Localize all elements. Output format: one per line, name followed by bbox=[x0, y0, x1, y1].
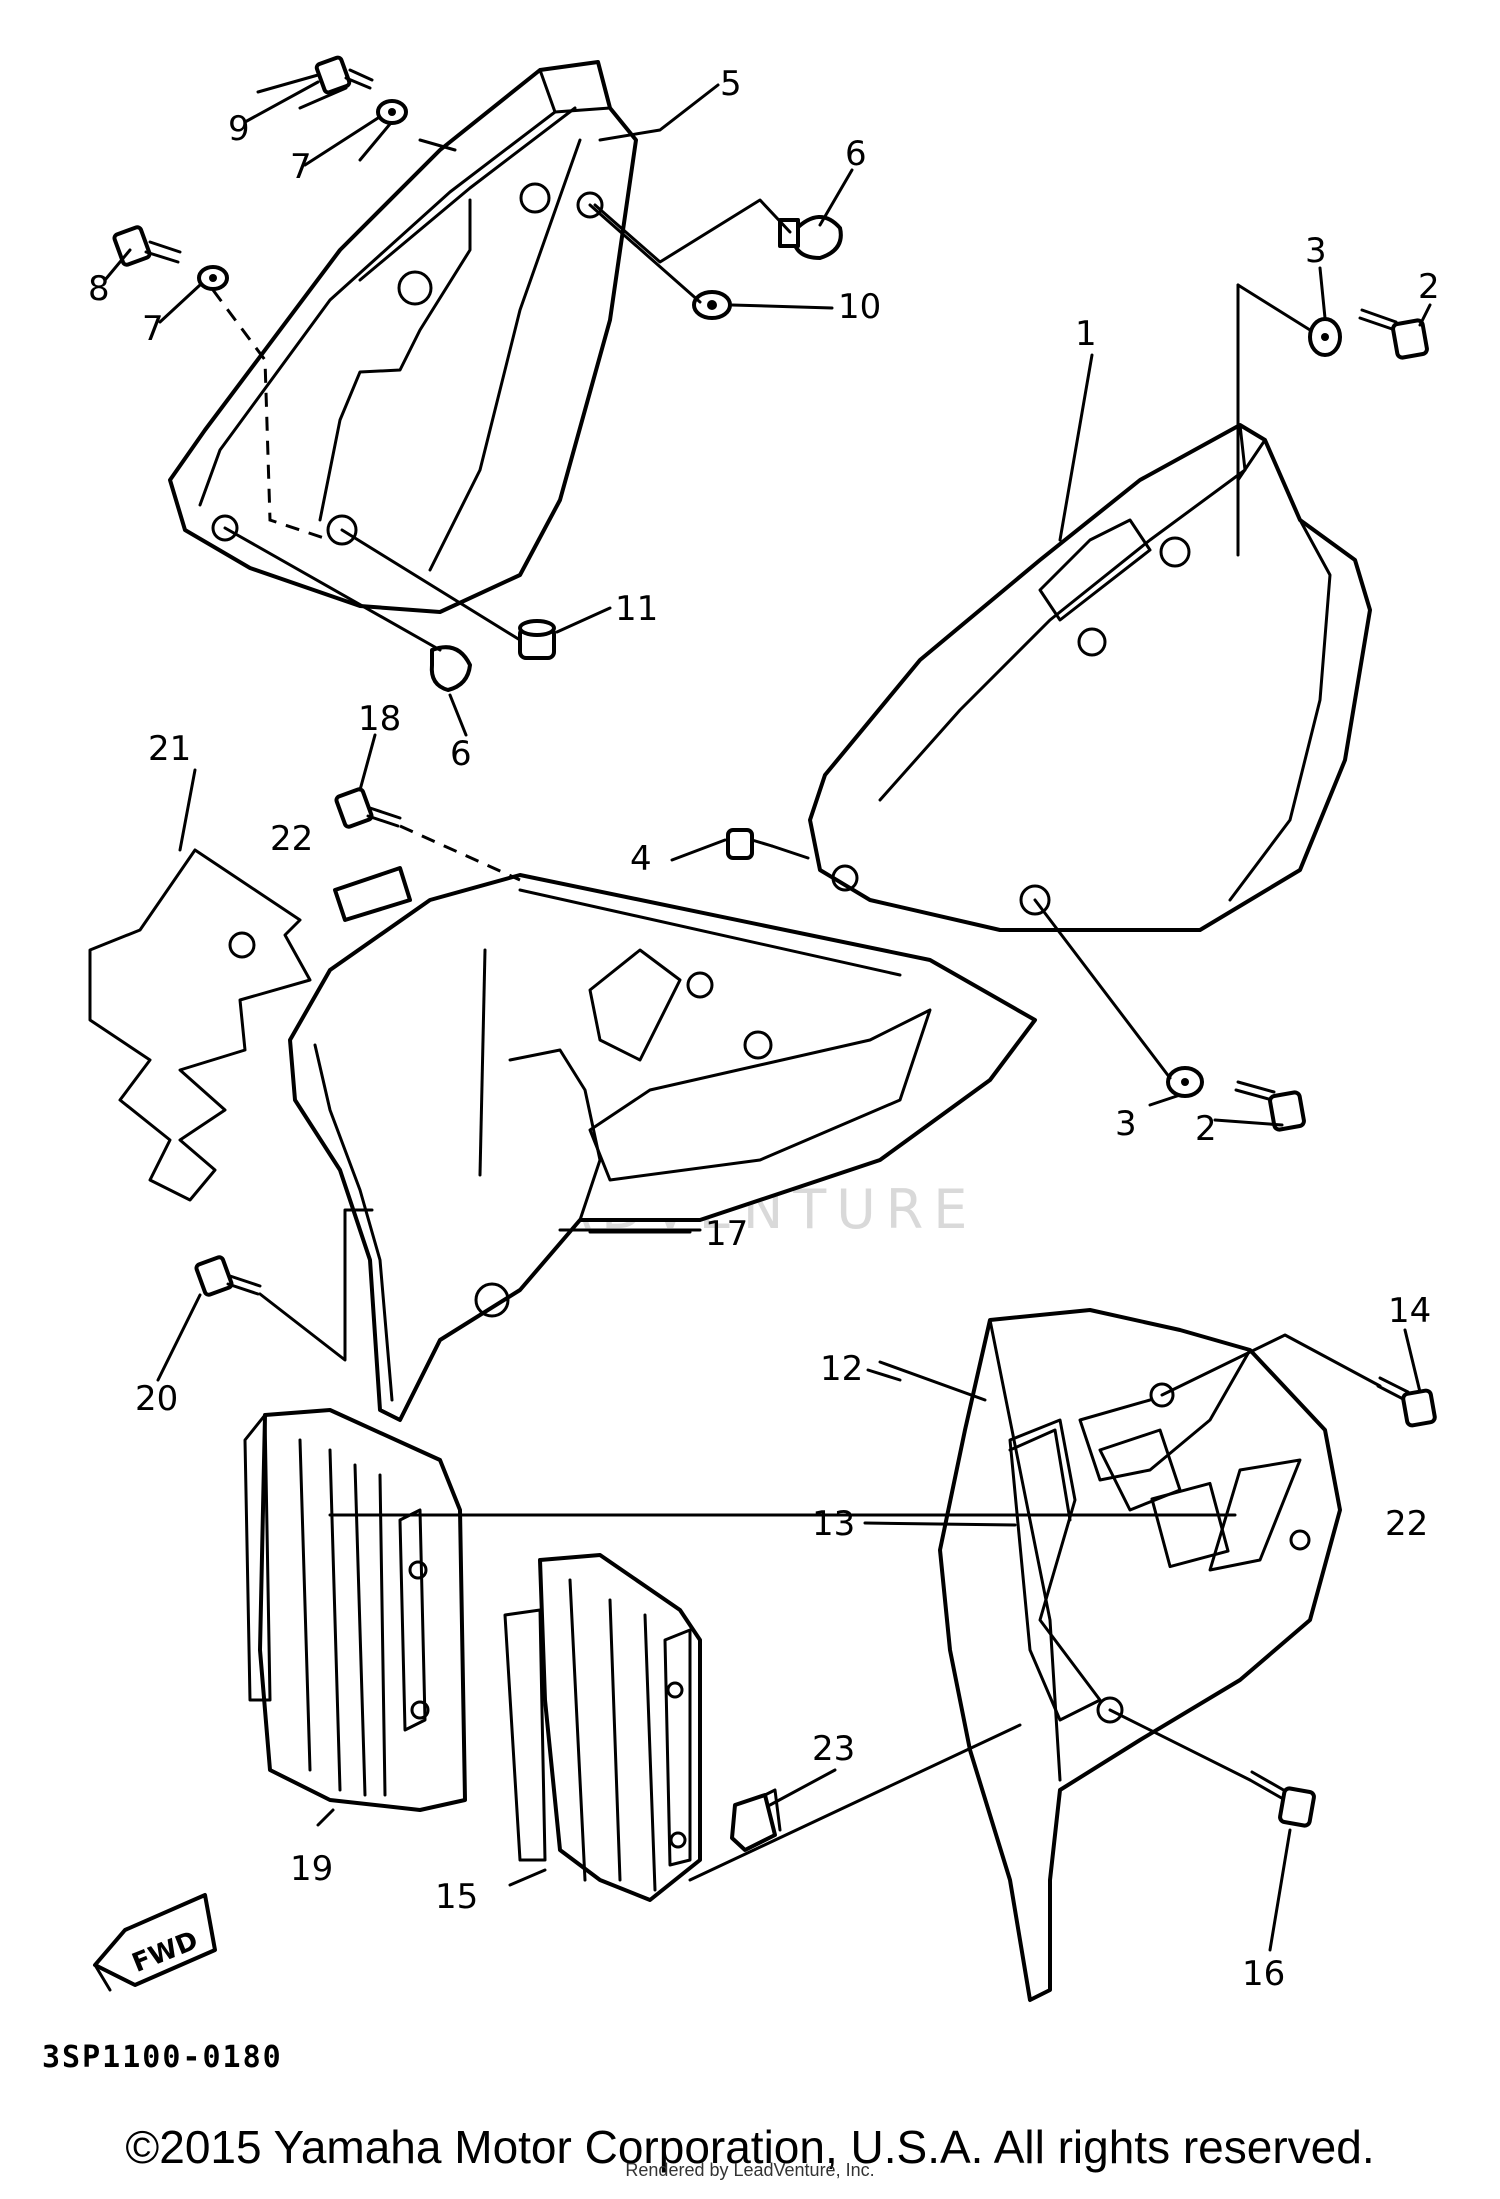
collar-part-4[interactable] bbox=[726, 828, 774, 860]
washer-part-7-upper[interactable] bbox=[376, 99, 408, 125]
callout-5: 5 bbox=[720, 64, 742, 104]
callout-17: 17 bbox=[705, 1214, 748, 1254]
bolt-part-14[interactable] bbox=[1376, 1376, 1437, 1428]
callout-23: 23 bbox=[812, 1729, 855, 1769]
bolt-part-9[interactable] bbox=[314, 55, 374, 95]
callout-22-lower: 22 bbox=[1385, 1504, 1428, 1544]
callout-11: 11 bbox=[615, 589, 658, 629]
callout-22-upper: 22 bbox=[270, 819, 313, 859]
side-cover-right-part-1[interactable] bbox=[808, 423, 1372, 932]
callout-16: 16 bbox=[1242, 1954, 1285, 1994]
callout-10: 10 bbox=[838, 287, 881, 327]
label-part-22-upper[interactable] bbox=[333, 866, 412, 922]
side-cover-left-part-5[interactable] bbox=[168, 60, 638, 614]
copyright-text: ©2015 Yamaha Motor Corporation, U.S.A. A… bbox=[125, 2121, 1375, 2173]
washer-part-7-lower[interactable] bbox=[197, 265, 229, 291]
callout-2-lower: 2 bbox=[1195, 1109, 1217, 1149]
callout-labels: 1 2 2 3 3 4 5 6 6 7 7 8 9 10 11 12 13 14… bbox=[88, 64, 1440, 1994]
forward-arrow-icon: FWD bbox=[93, 1893, 217, 1992]
callout-14: 14 bbox=[1388, 1291, 1431, 1331]
callout-2-upper: 2 bbox=[1418, 267, 1440, 307]
callout-7-upper: 7 bbox=[290, 147, 312, 187]
bolt-part-18[interactable] bbox=[334, 787, 402, 829]
bolt-part-20[interactable] bbox=[194, 1255, 262, 1297]
bolt-part-8[interactable] bbox=[112, 225, 182, 267]
callout-8: 8 bbox=[88, 269, 110, 309]
radiator-shroud-part-17[interactable] bbox=[288, 873, 1037, 1422]
radiator-louver-part-19[interactable] bbox=[243, 1408, 467, 1812]
callout-9: 9 bbox=[228, 109, 250, 149]
bolt-part-16[interactable] bbox=[1248, 1770, 1316, 1828]
callout-3-lower: 3 bbox=[1115, 1104, 1137, 1144]
washer-part-10[interactable] bbox=[692, 290, 732, 320]
part-code: 3SP1100-0180 bbox=[42, 2040, 283, 2075]
bolt-part-2-lower[interactable] bbox=[1234, 1080, 1306, 1132]
callout-19: 19 bbox=[290, 1849, 333, 1889]
callout-21: 21 bbox=[148, 729, 191, 769]
callout-6-lower: 6 bbox=[450, 734, 472, 774]
callout-4: 4 bbox=[630, 839, 652, 879]
clip-part-23[interactable] bbox=[730, 1788, 782, 1852]
callout-7-lower: 7 bbox=[142, 309, 164, 349]
front-cover-part-12[interactable] bbox=[938, 1308, 1342, 2002]
bolt-part-2-upper[interactable] bbox=[1358, 308, 1429, 360]
grommet-part-6-upper[interactable] bbox=[778, 215, 843, 260]
callout-13: 13 bbox=[812, 1504, 855, 1544]
grommet-part-6-lower[interactable] bbox=[429, 645, 472, 692]
callout-6-upper: 6 bbox=[845, 134, 867, 174]
callout-3-upper: 3 bbox=[1305, 231, 1327, 271]
washer-part-3-upper[interactable] bbox=[1308, 317, 1342, 357]
radiator-louver-part-15[interactable] bbox=[503, 1553, 702, 1902]
sticker-part-13[interactable] bbox=[1008, 1428, 1072, 1522]
collar-part-11[interactable] bbox=[518, 619, 556, 660]
callout-20: 20 bbox=[135, 1379, 178, 1419]
callout-12: 12 bbox=[820, 1349, 863, 1389]
callout-1: 1 bbox=[1075, 314, 1097, 354]
rendered-by-text: Rendered by LeadVenture, Inc. bbox=[625, 2160, 875, 2180]
callout-18: 18 bbox=[358, 699, 401, 739]
callout-15: 15 bbox=[435, 1877, 478, 1917]
washer-part-3-lower[interactable] bbox=[1166, 1066, 1204, 1098]
sticker-part-21[interactable] bbox=[88, 848, 312, 1202]
